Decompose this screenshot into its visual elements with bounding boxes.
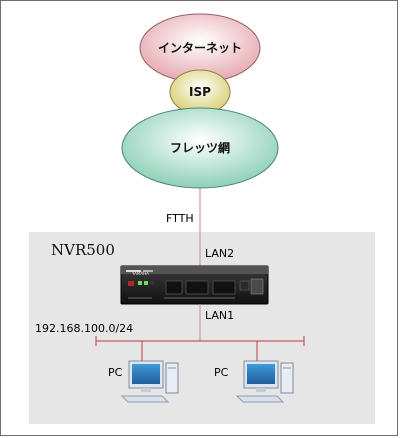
router-name: NVR500 — [51, 241, 115, 259]
lan2-label: LAN2 — [205, 247, 234, 260]
lan-zone — [29, 232, 375, 424]
ftth-label: FTTH — [166, 212, 194, 225]
network-label: 192.168.100.0/24 — [35, 322, 133, 335]
internet-label: インターネット — [158, 41, 242, 55]
pc-1 — [120, 360, 179, 403]
flets-label: フレッツ網 — [170, 140, 230, 155]
pc2-label: PC — [214, 366, 229, 379]
pc1-label: PC — [108, 366, 123, 379]
lan1-label: LAN1 — [205, 309, 234, 322]
flets-cloud — [121, 107, 279, 189]
router-device: YAMAHA — [120, 265, 269, 305]
isp-label: ISP — [189, 85, 211, 99]
pc-2 — [235, 360, 294, 403]
router-brand: YAMAHA — [131, 271, 149, 276]
